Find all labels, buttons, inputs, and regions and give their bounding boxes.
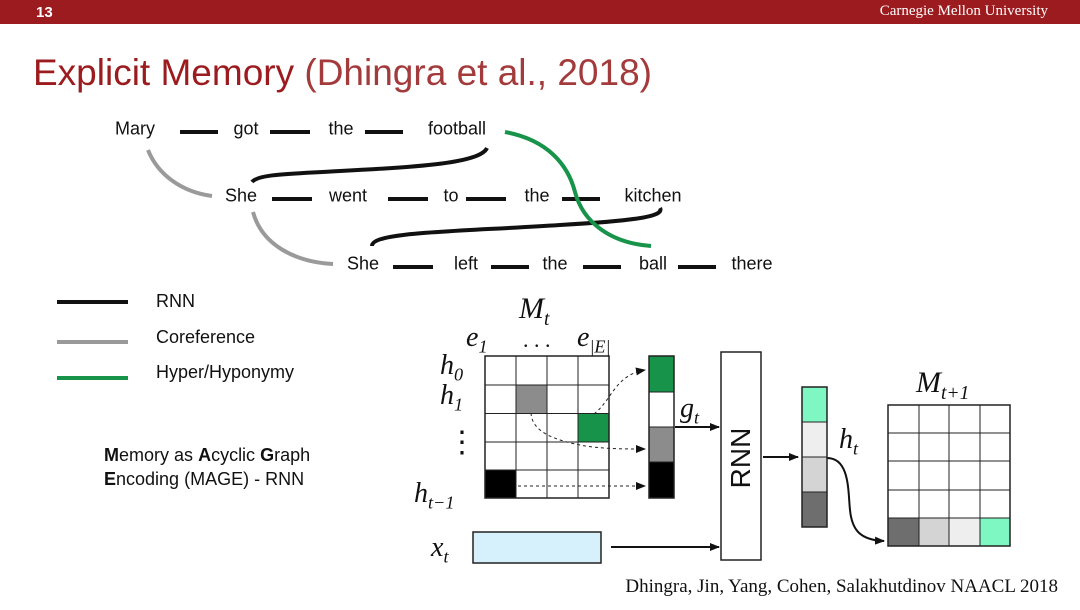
title-citation: (Dhingra et al., 2018) bbox=[304, 52, 652, 93]
label-e1: e1 bbox=[466, 322, 488, 357]
word-went: went bbox=[328, 185, 368, 206]
slide-title: Explicit Memory (Dhingra et al., 2018) bbox=[33, 52, 652, 94]
rnn-edges bbox=[180, 130, 716, 269]
title-main: Explicit Memory bbox=[33, 52, 295, 93]
word-the-2: the bbox=[524, 185, 550, 206]
legend-coreference-label: Coreference bbox=[156, 327, 256, 347]
label-xt: xt bbox=[431, 532, 449, 567]
label-col-dots: . . . bbox=[523, 327, 551, 352]
word-kitchen: kitchen bbox=[624, 185, 682, 206]
header-bar: 13 Carnegie Mellon University bbox=[0, 0, 1080, 24]
legend-hyponymy-label: Hyper/Hyponymy bbox=[156, 362, 295, 382]
mage-line-2: Encoding (MAGE) - RNN bbox=[104, 469, 305, 489]
paper-citation: Dhingra, Jin, Yang, Cohen, Salakhutdinov… bbox=[625, 576, 1058, 597]
word-mary: Mary bbox=[115, 118, 155, 139]
label-h-last: ht−1 bbox=[414, 478, 455, 513]
input-box bbox=[472, 531, 602, 564]
memory-grid-mt bbox=[484, 355, 610, 499]
label-memory-mt1: Mt+1 bbox=[916, 366, 970, 404]
label-ht: ht bbox=[839, 424, 859, 459]
word-the-1: the bbox=[328, 118, 354, 139]
label-gt: gt bbox=[680, 393, 700, 428]
word-football: football bbox=[427, 118, 487, 139]
hidden-vector bbox=[801, 386, 828, 528]
word-there: there bbox=[731, 253, 773, 274]
word-to: to bbox=[443, 185, 459, 206]
word-she-1: She bbox=[224, 185, 258, 206]
word-the-3: the bbox=[542, 253, 568, 274]
university-name: Carnegie Mellon University bbox=[879, 3, 1048, 19]
gathered-vector bbox=[648, 355, 675, 499]
label-memory-mt: Mt bbox=[519, 292, 550, 330]
hyponymy-edge bbox=[504, 130, 652, 248]
flow-arrows bbox=[611, 423, 885, 551]
word-ball: ball bbox=[638, 253, 668, 274]
label-row-vdots: ⋮ bbox=[447, 426, 477, 459]
label-h0: h0 bbox=[440, 350, 464, 385]
mage-line-1: Memory as Acyclic Graph bbox=[104, 445, 311, 465]
legend-rnn-label: RNN bbox=[156, 291, 195, 311]
word-got: got bbox=[233, 118, 259, 139]
label-h1: h1 bbox=[440, 380, 464, 415]
rnn-label: RNN bbox=[725, 427, 756, 489]
mage-description: Memory as Acyclic Graph Encoding (MAGE) … bbox=[104, 443, 310, 491]
gather-arrows bbox=[518, 367, 646, 490]
word-she-2: She bbox=[346, 253, 380, 274]
slide-number: 13 bbox=[36, 4, 53, 21]
word-left: left bbox=[453, 253, 479, 274]
coreference-edges bbox=[146, 149, 334, 266]
memory-grid-mt1 bbox=[887, 404, 1011, 547]
label-e-last: e|E| bbox=[577, 322, 611, 357]
rnn-box bbox=[720, 351, 762, 561]
